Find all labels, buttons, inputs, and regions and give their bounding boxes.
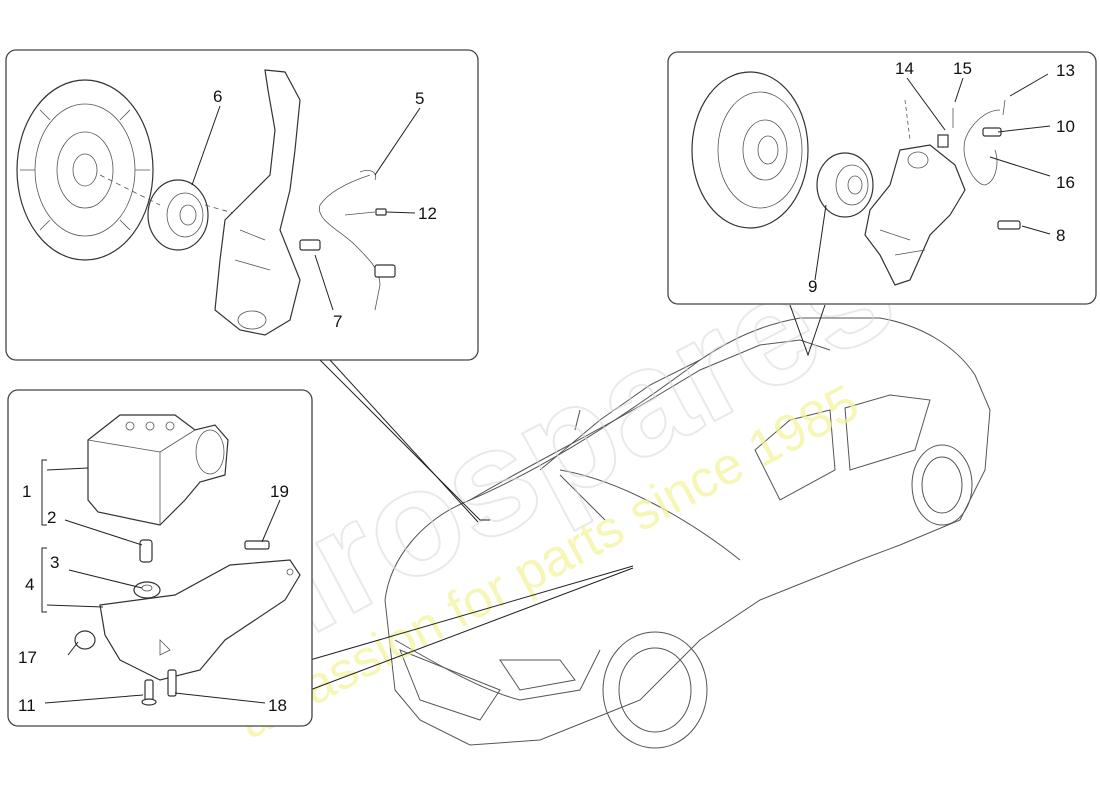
- bolt-12: [375, 208, 387, 216]
- car-outline: [384, 317, 991, 749]
- brake-disc-rear: [691, 71, 809, 229]
- callout-5: 5: [415, 89, 424, 108]
- bolt-19: [244, 540, 270, 550]
- callout-9: 9: [808, 277, 817, 296]
- callout-4: 4: [25, 575, 34, 594]
- rear-knuckle: [864, 144, 966, 286]
- abs-sensor-rear: [937, 109, 1002, 186]
- wheel-hub-front: [147, 179, 209, 251]
- rear-hub-panel: 14 15 13 10 16 8 9: [667, 51, 1097, 305]
- bolt-11: [141, 679, 157, 706]
- callout-14: 14: [895, 59, 914, 78]
- bolt-7: [299, 239, 321, 251]
- callout-16: 16: [1056, 173, 1075, 192]
- abs-unit-panel: 1 2 3 4 19 17 11 18: [7, 389, 313, 727]
- steering-knuckle: [214, 69, 301, 336]
- callout-15: 15: [953, 59, 972, 78]
- pin-2: [139, 539, 153, 563]
- bolt-8: [997, 220, 1021, 230]
- callout-3: 3: [50, 553, 59, 572]
- callout-8: 8: [1056, 226, 1065, 245]
- abs-sensor-front: [319, 170, 396, 311]
- callout-19: 19: [270, 482, 289, 501]
- bolt-18: [167, 669, 177, 697]
- grommet-3: [133, 581, 161, 599]
- callout-7: 7: [333, 312, 342, 331]
- callout-17: 17: [18, 648, 37, 667]
- callout-12: 12: [418, 204, 437, 223]
- wheel-hub-rear: [816, 152, 874, 218]
- callout-13: 13: [1056, 61, 1075, 80]
- callout-2: 2: [47, 508, 56, 527]
- abs-modulator: [87, 414, 229, 526]
- pointer-lines: [309, 304, 826, 691]
- front-hub-panel: 6 5 12 7: [5, 49, 479, 361]
- callout-10: 10: [1056, 117, 1075, 136]
- callout-1: 1: [22, 482, 31, 501]
- callout-18: 18: [268, 696, 287, 715]
- brake-disc-front: [16, 79, 154, 261]
- grommet-17: [74, 630, 96, 650]
- bracket: [99, 559, 301, 681]
- callout-6: 6: [213, 87, 222, 106]
- callout-11: 11: [18, 696, 36, 715]
